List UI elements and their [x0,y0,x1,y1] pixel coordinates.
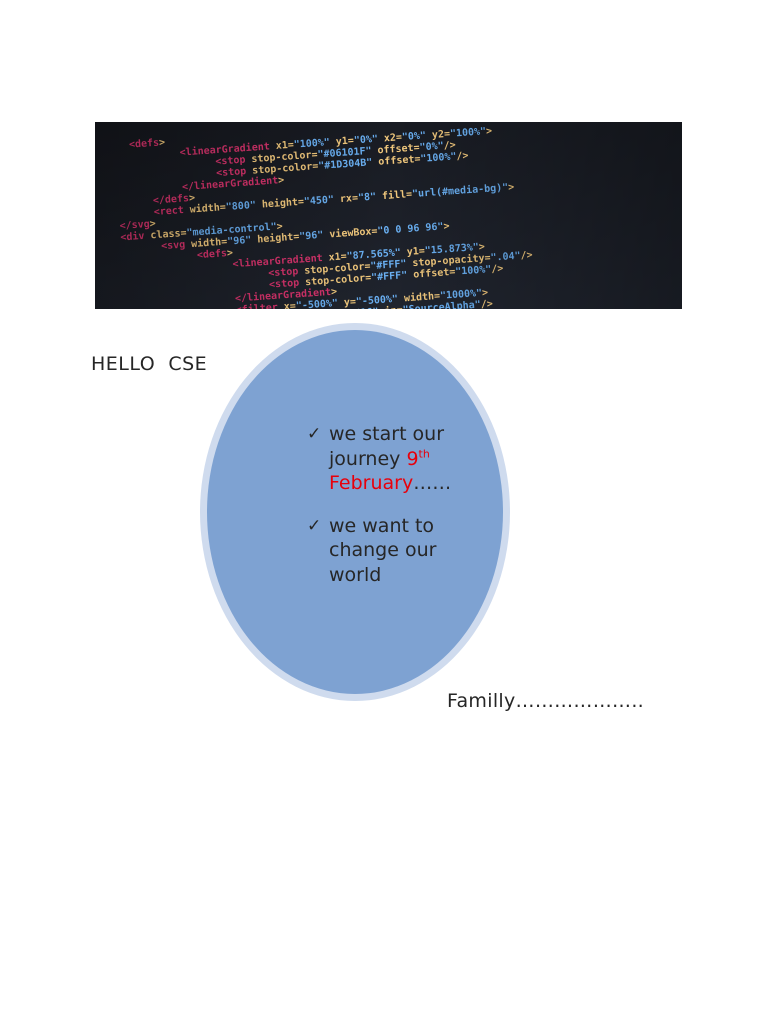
change-world-text: we want to change our world [329,514,437,586]
journey-text: we start our journey [329,423,445,470]
bullet-list: ✓ we start our journey 9th February…… ✓ … [307,422,449,626]
oval-fill [207,330,503,694]
greeting-text: HELLO CSE [91,353,208,375]
ellipsis-trail: …… [413,472,449,494]
date-month: February [329,472,414,494]
checkmark-icon: ✓ [307,515,322,536]
bullet-item-journey: ✓ we start our journey 9th February…… [307,422,449,496]
code-screenshot-graphic: <defs><linearGradient x1="100%" y1="0%" … [95,122,682,309]
code-banner-image: <defs><linearGradient x1="100%" y1="0%" … [95,122,682,309]
date-suffix: th [418,447,430,461]
bullet-oval-shape [200,323,510,701]
checkmark-icon: ✓ [307,424,322,444]
date-day: 9 [406,447,419,470]
familly-text: Familly……………….. [447,690,644,712]
bullet-item-change-world: ✓ we want to change our world [307,514,449,588]
